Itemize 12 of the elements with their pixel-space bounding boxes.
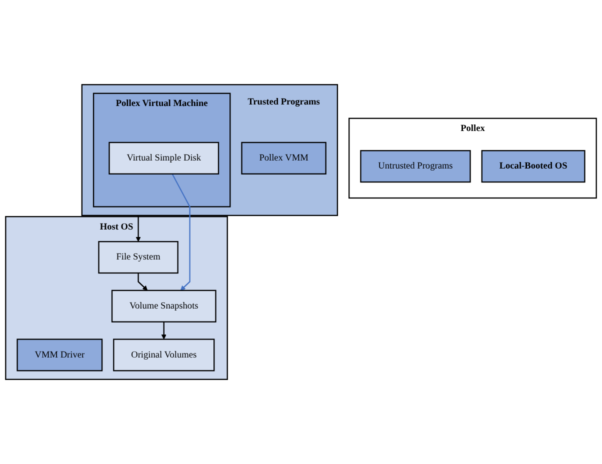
node-box: Untrusted Programs (360, 150, 471, 183)
node-box: VMM Driver (16, 338, 103, 372)
arrow (136, 215, 141, 242)
arrow (138, 272, 148, 291)
arrow (172, 174, 190, 291)
arrow (161, 322, 166, 340)
node-box: Volume Snapshots (111, 290, 216, 322)
node-box: Virtual Simple Disk (108, 142, 220, 174)
node-box: Pollex VMM (241, 142, 326, 174)
node-box: File System (98, 241, 178, 274)
node-box: Local-Booted OS (481, 150, 586, 183)
node-box: Original Volumes (113, 338, 215, 372)
